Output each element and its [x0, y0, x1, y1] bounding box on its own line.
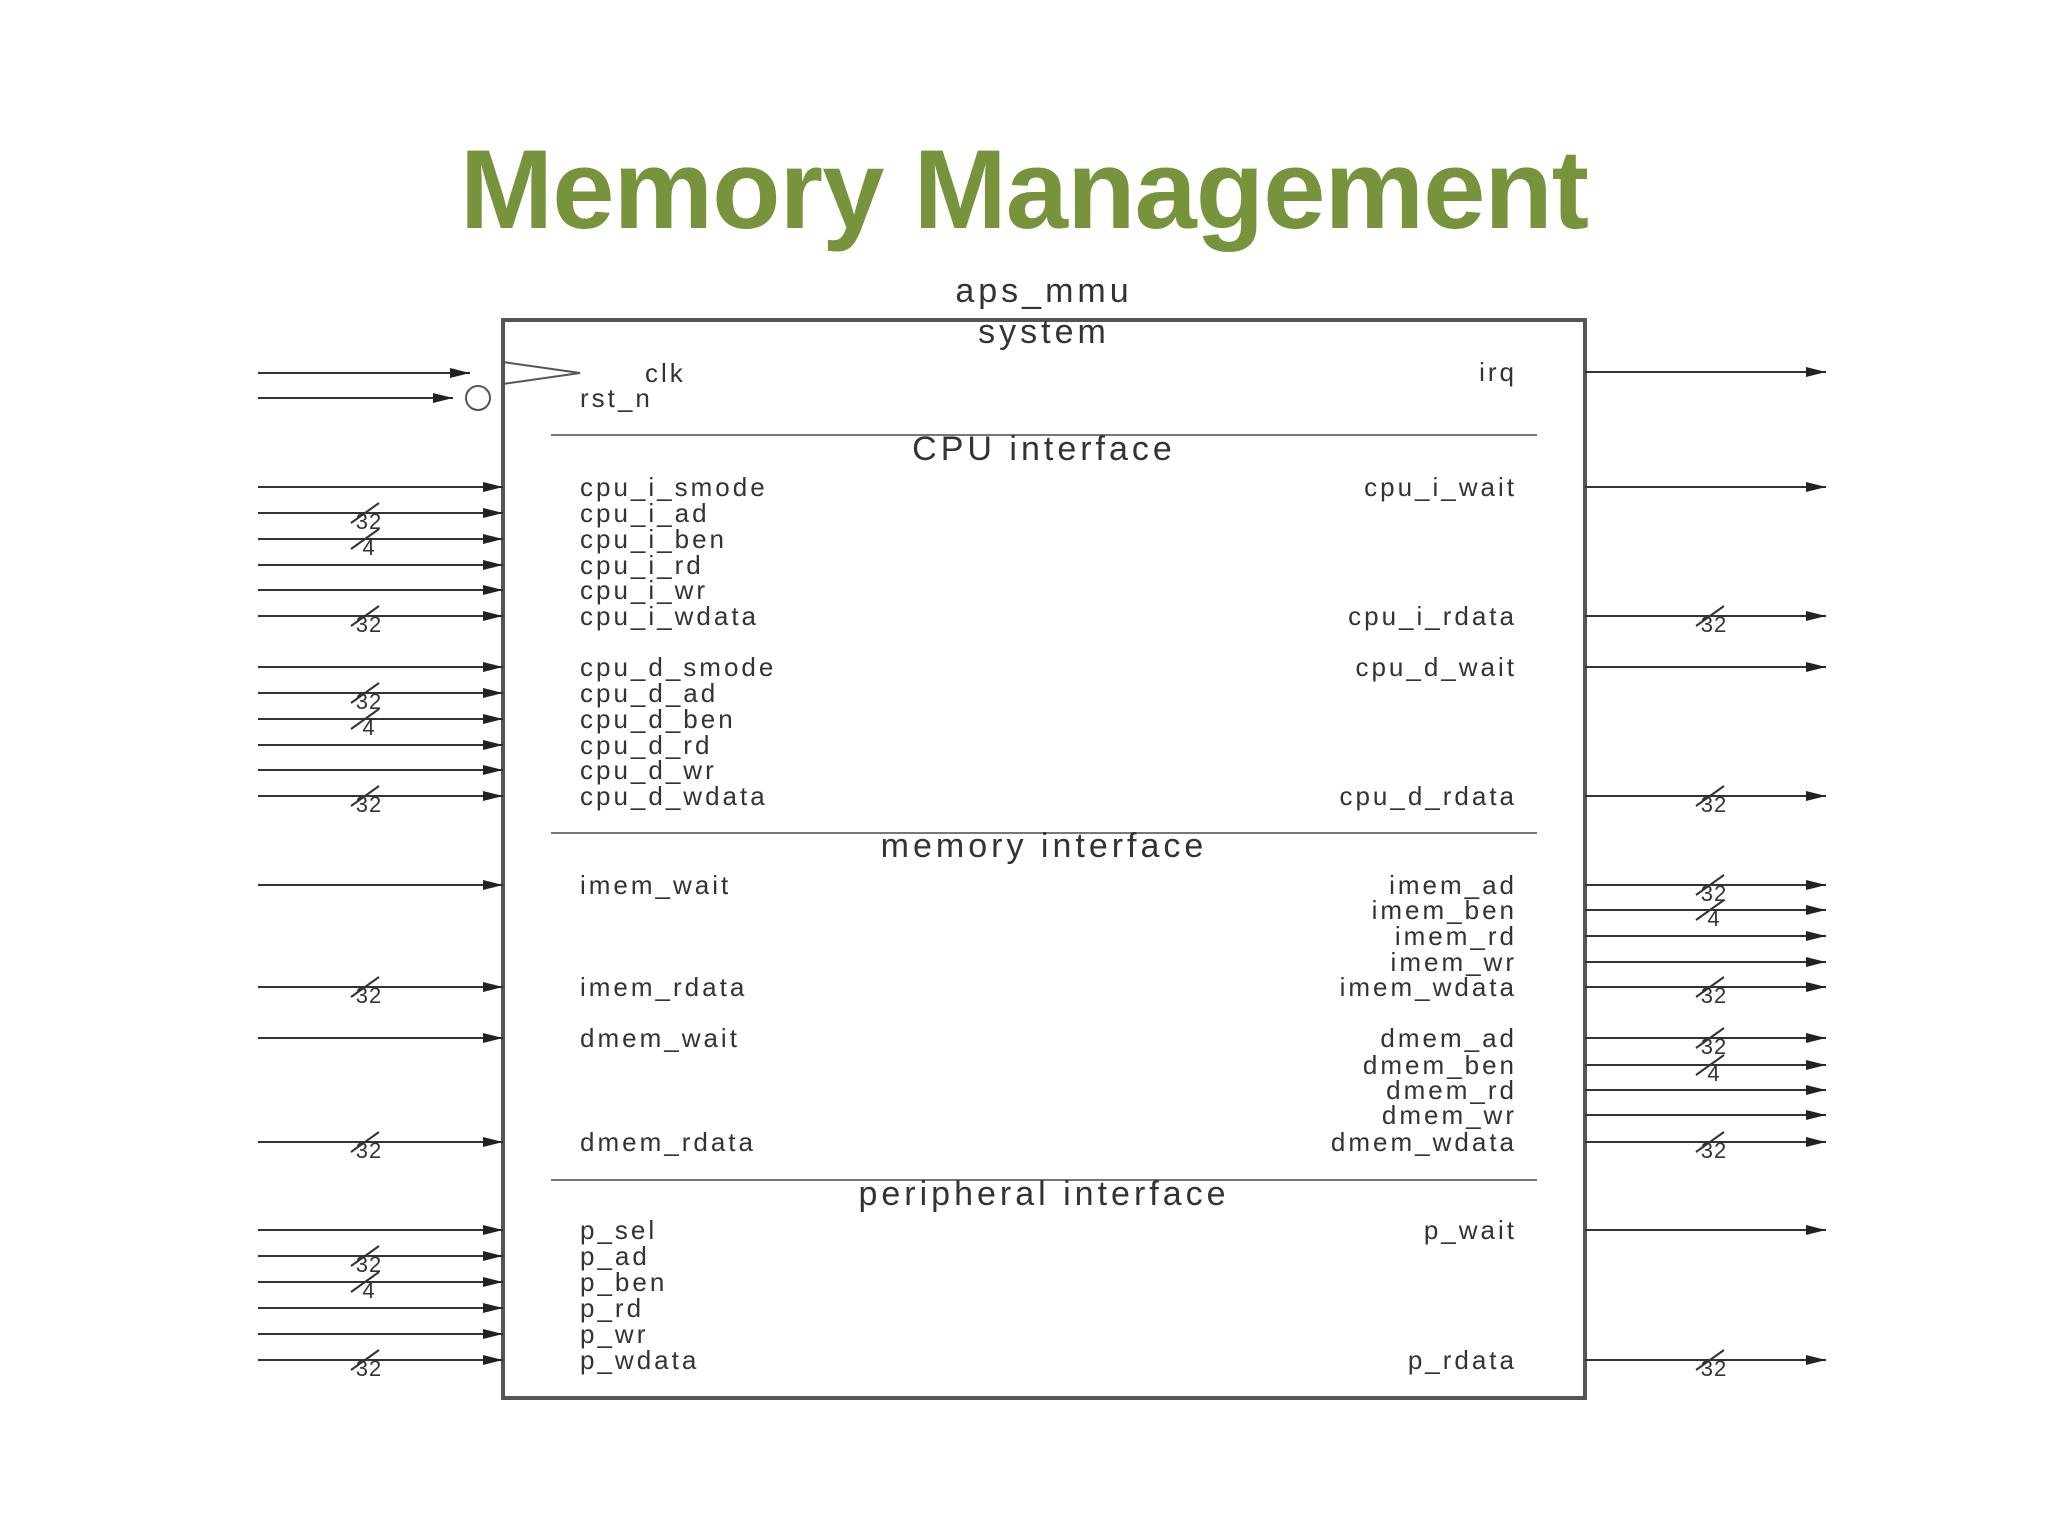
output-imem-ad-slash [1695, 874, 1725, 896]
output-cpu-i-rdata-label: cpu_i_rdata [1348, 601, 1517, 631]
output-dmem-rd-label: dmem_rd [1386, 1075, 1517, 1105]
input-cpu-d-wdata-width: 32 [356, 792, 382, 817]
output-dmem-wdata-label: dmem_wdata [1331, 1127, 1517, 1157]
module-box [501, 318, 1587, 1400]
input-cpu-d-wdata-slash [350, 785, 380, 807]
output-cpu-d-wait-label: cpu_d_wait [1355, 652, 1517, 682]
input-cpu-d-ad-label: cpu_d_ad [580, 678, 718, 708]
input-dmem-rdata-slash [350, 1131, 380, 1153]
input-cpu-i-ben-slash [350, 528, 380, 550]
output-cpu-i-wait-label: cpu_i_wait [1364, 472, 1517, 502]
section-header: CPU interface [912, 430, 1176, 468]
input-clk-label: clk [645, 358, 686, 388]
output-imem-wdata-label: imem_wdata [1340, 972, 1517, 1002]
input-cpu-i-wdata-width: 32 [356, 612, 382, 637]
input-p-ben-width: 4 [362, 1278, 375, 1303]
input-cpu-i-wr-label: cpu_i_wr [580, 575, 708, 605]
output-dmem-wdata-width: 32 [1701, 1138, 1727, 1163]
output-dmem-ad-slash [1695, 1027, 1725, 1049]
output-dmem-ad-label: dmem_ad [1380, 1023, 1517, 1053]
input-imem-wait-label: imem_wait [580, 870, 731, 900]
input-cpu-i-smode-label: cpu_i_smode [580, 472, 768, 502]
input-cpu-i-wdata-label: cpu_i_wdata [580, 601, 759, 631]
input-p-ad-slash [350, 1245, 380, 1267]
input-cpu-d-rd-label: cpu_d_rd [580, 730, 712, 760]
input-p-ad-label: p_ad [580, 1241, 650, 1271]
output-irq-label: irq [1479, 357, 1517, 387]
output-dmem-ben-slash [1695, 1054, 1725, 1076]
input-cpu-i-rd-label: cpu_i_rd [580, 550, 704, 580]
output-imem-wdata-width: 32 [1701, 983, 1727, 1008]
output-imem-wdata-slash [1695, 976, 1725, 998]
input-cpu-d-wr-label: cpu_d_wr [580, 755, 717, 785]
output-p-rdata-width: 32 [1701, 1356, 1727, 1381]
output-p-wait-label: p_wait [1424, 1215, 1517, 1245]
output-imem-ben-slash [1695, 899, 1725, 921]
input-cpu-d-ad-slash [350, 682, 380, 704]
output-imem-ben-label: imem_ben [1372, 895, 1517, 925]
output-dmem-wdata-slash [1695, 1131, 1725, 1153]
output-imem-ad-label: imem_ad [1389, 870, 1517, 900]
output-cpu-d-rdata-label: cpu_d_rdata [1339, 781, 1517, 811]
input-cpu-i-ad-label: cpu_i_ad [580, 498, 710, 528]
input-cpu-i-ben-label: cpu_i_ben [580, 524, 727, 554]
output-dmem-ben-width: 4 [1707, 1061, 1720, 1086]
input-cpu-i-ad-slash [350, 502, 380, 524]
input-dmem-rdata-label: dmem_rdata [580, 1127, 756, 1157]
output-dmem-ad-width: 32 [1701, 1034, 1727, 1059]
module-name: aps_mmu [955, 272, 1132, 310]
input-cpu-i-ben-width: 4 [362, 535, 375, 560]
input-p-wdata-width: 32 [356, 1356, 382, 1381]
input-imem-rdata-slash [350, 976, 380, 998]
section-header: system [978, 313, 1110, 351]
output-imem-ad-width: 32 [1701, 881, 1727, 906]
output-imem-ben-width: 4 [1707, 906, 1720, 931]
output-imem-rd-label: imem_rd [1395, 921, 1517, 951]
output-cpu-i-rdata-width: 32 [1701, 612, 1727, 637]
input-cpu-d-smode-label: cpu_d_smode [580, 652, 776, 682]
section-header: peripheral interface [858, 1175, 1229, 1213]
output-cpu-d-rdata-width: 32 [1701, 792, 1727, 817]
input-rst-n-label: rst_n [580, 383, 653, 413]
clock-edge-marker [502, 361, 581, 385]
input-p-wdata-slash [350, 1349, 380, 1371]
output-dmem-ben-label: dmem_ben [1363, 1050, 1517, 1080]
output-cpu-i-rdata-slash [1695, 605, 1725, 627]
input-p-wr-label: p_wr [580, 1319, 648, 1349]
input-p-ben-slash [350, 1271, 380, 1293]
input-cpu-i-wdata-slash [350, 605, 380, 627]
input-dmem-rdata-width: 32 [356, 1138, 382, 1163]
inversion-bubble [465, 385, 491, 411]
input-cpu-d-ben-width: 4 [362, 715, 375, 740]
output-imem-wr-label: imem_wr [1391, 947, 1517, 977]
input-p-rd-label: p_rd [580, 1293, 644, 1323]
input-cpu-d-ben-slash [350, 708, 380, 730]
input-dmem-wait-label: dmem_wait [580, 1023, 740, 1053]
output-cpu-d-rdata-slash [1695, 785, 1725, 807]
input-p-ben-label: p_ben [580, 1267, 667, 1297]
output-dmem-wr-label: dmem_wr [1382, 1100, 1517, 1130]
output-p-rdata-label: p_rdata [1408, 1345, 1517, 1375]
input-imem-rdata-width: 32 [356, 983, 382, 1008]
section-header: memory interface [881, 827, 1208, 865]
output-p-rdata-slash [1695, 1349, 1725, 1371]
input-cpu-d-ben-label: cpu_d_ben [580, 704, 736, 734]
input-p-sel-label: p_sel [580, 1215, 657, 1245]
input-cpu-d-wdata-label: cpu_d_wdata [580, 781, 768, 811]
input-imem-rdata-label: imem_rdata [580, 972, 747, 1002]
input-p-wdata-label: p_wdata [580, 1345, 699, 1375]
slide-title: Memory Management [459, 127, 1589, 252]
